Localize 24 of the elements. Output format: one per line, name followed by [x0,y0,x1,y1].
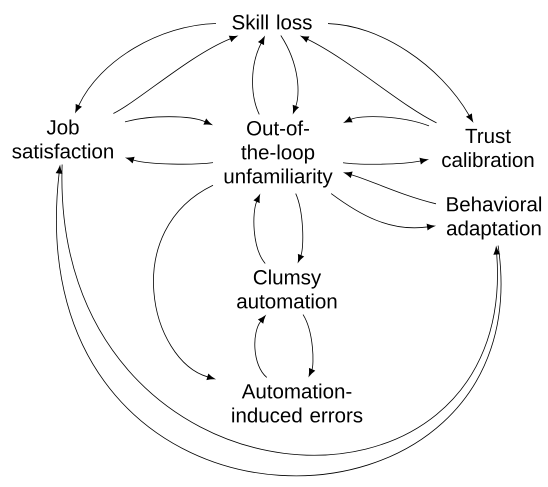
arrow [252,36,265,115]
arrow [153,184,215,380]
arrow [280,35,299,114]
arrow [254,194,266,264]
arrow [302,314,315,376]
arrow [113,36,238,114]
arrow [344,116,430,126]
concept-label: Automation-induced errors [232,383,362,423]
arrow [254,315,268,378]
arrow [342,158,428,165]
concept-label: Job satisfaction [12,119,113,159]
arrow [126,156,214,165]
concept-label: Trust calibration [442,128,534,168]
arrow [328,23,474,122]
concept-label: Out-of-the-loop unfamiliarity [224,120,333,188]
arrow [295,193,304,262]
concept-label: Clumsy automation [237,269,336,309]
arrow [330,193,435,230]
concept-label: Behavioral adaptation [447,196,542,240]
arrow [124,116,212,125]
arrow [75,23,216,112]
arrow [344,172,436,204]
concept-label: Skill loss [232,14,312,30]
arrow [300,36,437,124]
